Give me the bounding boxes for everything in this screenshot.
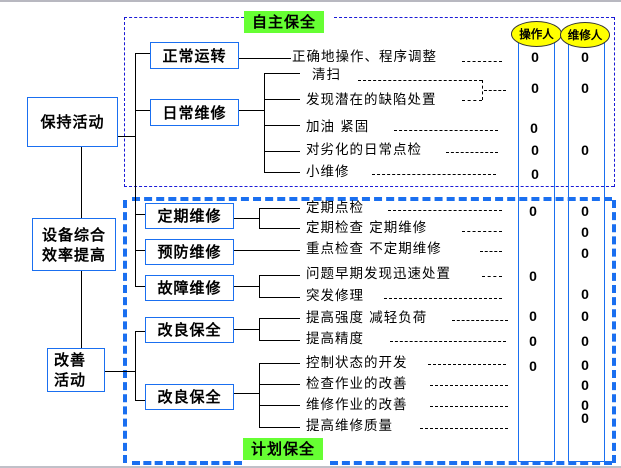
item-text: 突发修理 bbox=[306, 288, 364, 304]
connector bbox=[234, 286, 260, 287]
connector bbox=[135, 214, 145, 215]
connector bbox=[135, 331, 145, 332]
category-label: 定期维修 bbox=[157, 207, 222, 225]
item-text: 定期检查 定期维修 bbox=[306, 220, 428, 236]
category-box: 改良保全 bbox=[145, 317, 234, 343]
connector bbox=[135, 53, 136, 286]
operator-mark: 0 bbox=[529, 203, 537, 219]
connector bbox=[135, 331, 136, 400]
autonomous-maintenance-label: 自主保全 bbox=[244, 11, 325, 33]
maintain-activity-label: 保持活动 bbox=[40, 113, 105, 131]
category-box: 故障维修 bbox=[145, 275, 234, 301]
maintainer-mark: 0 bbox=[581, 333, 589, 349]
root-line-1: 设备综合 bbox=[41, 225, 106, 244]
item-text: 小维修 bbox=[306, 164, 350, 180]
root-line-2: 效率提高 bbox=[41, 245, 106, 264]
operator-mark: 0 bbox=[529, 333, 537, 349]
planned-maintenance-label: 计划保全 bbox=[243, 438, 324, 460]
connector bbox=[135, 286, 145, 287]
item-text: 对劣化的日常点检 bbox=[306, 142, 422, 158]
maintainer-mark: 0 bbox=[581, 80, 589, 96]
improve-activity-line-2: 活动 bbox=[54, 371, 87, 389]
root-box: 设备综合 效率提高 bbox=[32, 218, 116, 271]
category-label: 故障维修 bbox=[157, 279, 222, 297]
connector bbox=[135, 53, 150, 54]
improve-activity-box: 改善 活动 bbox=[47, 348, 105, 392]
maintainer-mark: 0 bbox=[581, 286, 589, 302]
operator-mark: 0 bbox=[530, 120, 538, 136]
item-text: 提高强度 减轻负荷 bbox=[306, 310, 428, 326]
item-text: 提高维修质量 bbox=[306, 418, 393, 434]
item-text: 维修作业的改善 bbox=[306, 397, 408, 413]
maintainer-mark: 0 bbox=[581, 377, 589, 393]
item-text: 问题早期发现迅速处置 bbox=[306, 266, 451, 282]
category-label: 日常维修 bbox=[162, 103, 227, 122]
connector bbox=[234, 393, 260, 394]
category-label: 改良保全 bbox=[157, 321, 222, 339]
category-label: 改良保全 bbox=[157, 388, 222, 406]
operator-mark: 0 bbox=[531, 166, 539, 182]
operator-mark: 0 bbox=[531, 49, 539, 65]
category-box: 定期维修 bbox=[145, 203, 234, 229]
maintainer-header: 维修人 bbox=[560, 22, 610, 48]
bottom-border bbox=[0, 466, 621, 468]
connector bbox=[105, 371, 135, 372]
connector bbox=[135, 400, 145, 401]
maintainer-mark: 0 bbox=[581, 245, 589, 261]
category-box: 日常维修 bbox=[150, 99, 239, 126]
connector bbox=[81, 271, 82, 348]
category-box: 改良保全 bbox=[145, 384, 234, 410]
operator-column bbox=[518, 38, 555, 462]
category-box: 正常运转 bbox=[150, 42, 239, 69]
operator-mark: 0 bbox=[529, 308, 537, 324]
maintain-activity-box: 保持活动 bbox=[27, 97, 118, 147]
connector bbox=[81, 147, 82, 218]
operator-mark: 0 bbox=[529, 358, 537, 374]
item-text: 控制状态的开发 bbox=[306, 355, 408, 371]
operator-mark: 0 bbox=[531, 80, 539, 96]
category-label: 预防维修 bbox=[157, 243, 222, 261]
item-text: 发现潜在的缺陷处置 bbox=[306, 92, 437, 108]
maintainer-mark: 0 bbox=[581, 410, 589, 426]
item-text: 定期点检 bbox=[306, 200, 364, 216]
maintainer-mark: 0 bbox=[581, 49, 589, 65]
connector bbox=[264, 73, 265, 173]
item-text: 清扫 bbox=[312, 67, 341, 83]
top-border bbox=[0, 0, 621, 2]
maintainer-mark: 0 bbox=[581, 142, 589, 158]
connector bbox=[234, 329, 260, 330]
operator-header: 操作人 bbox=[511, 21, 562, 47]
connector bbox=[118, 136, 135, 137]
item-text: 提高精度 bbox=[306, 331, 364, 347]
maintainer-mark: 0 bbox=[581, 203, 589, 219]
maintainer-mark: 0 bbox=[581, 224, 589, 240]
item-text: 检查作业的改善 bbox=[306, 376, 408, 392]
maintainer-mark: 0 bbox=[581, 397, 589, 413]
item-text: 重点检查 不定期维修 bbox=[306, 241, 442, 257]
operator-mark: 0 bbox=[529, 268, 537, 284]
connector bbox=[234, 250, 300, 251]
category-label: 正常运转 bbox=[162, 46, 227, 65]
connector bbox=[239, 110, 265, 111]
maintainer-mark: 0 bbox=[581, 357, 589, 373]
connector bbox=[234, 218, 260, 219]
improve-activity-line-1: 改善 bbox=[54, 351, 87, 369]
item-text: 加油 紧固 bbox=[306, 119, 370, 135]
maintainer-mark: 0 bbox=[581, 308, 589, 324]
maintainer-header-label: 维修人 bbox=[567, 28, 603, 42]
item-text: 正确地操作、程序调整 bbox=[292, 49, 437, 65]
category-box: 预防维修 bbox=[145, 239, 234, 265]
operator-mark: 0 bbox=[531, 142, 539, 158]
operator-header-label: 操作人 bbox=[519, 27, 554, 41]
connector bbox=[135, 110, 150, 111]
connector bbox=[135, 250, 145, 251]
connector bbox=[239, 58, 291, 59]
